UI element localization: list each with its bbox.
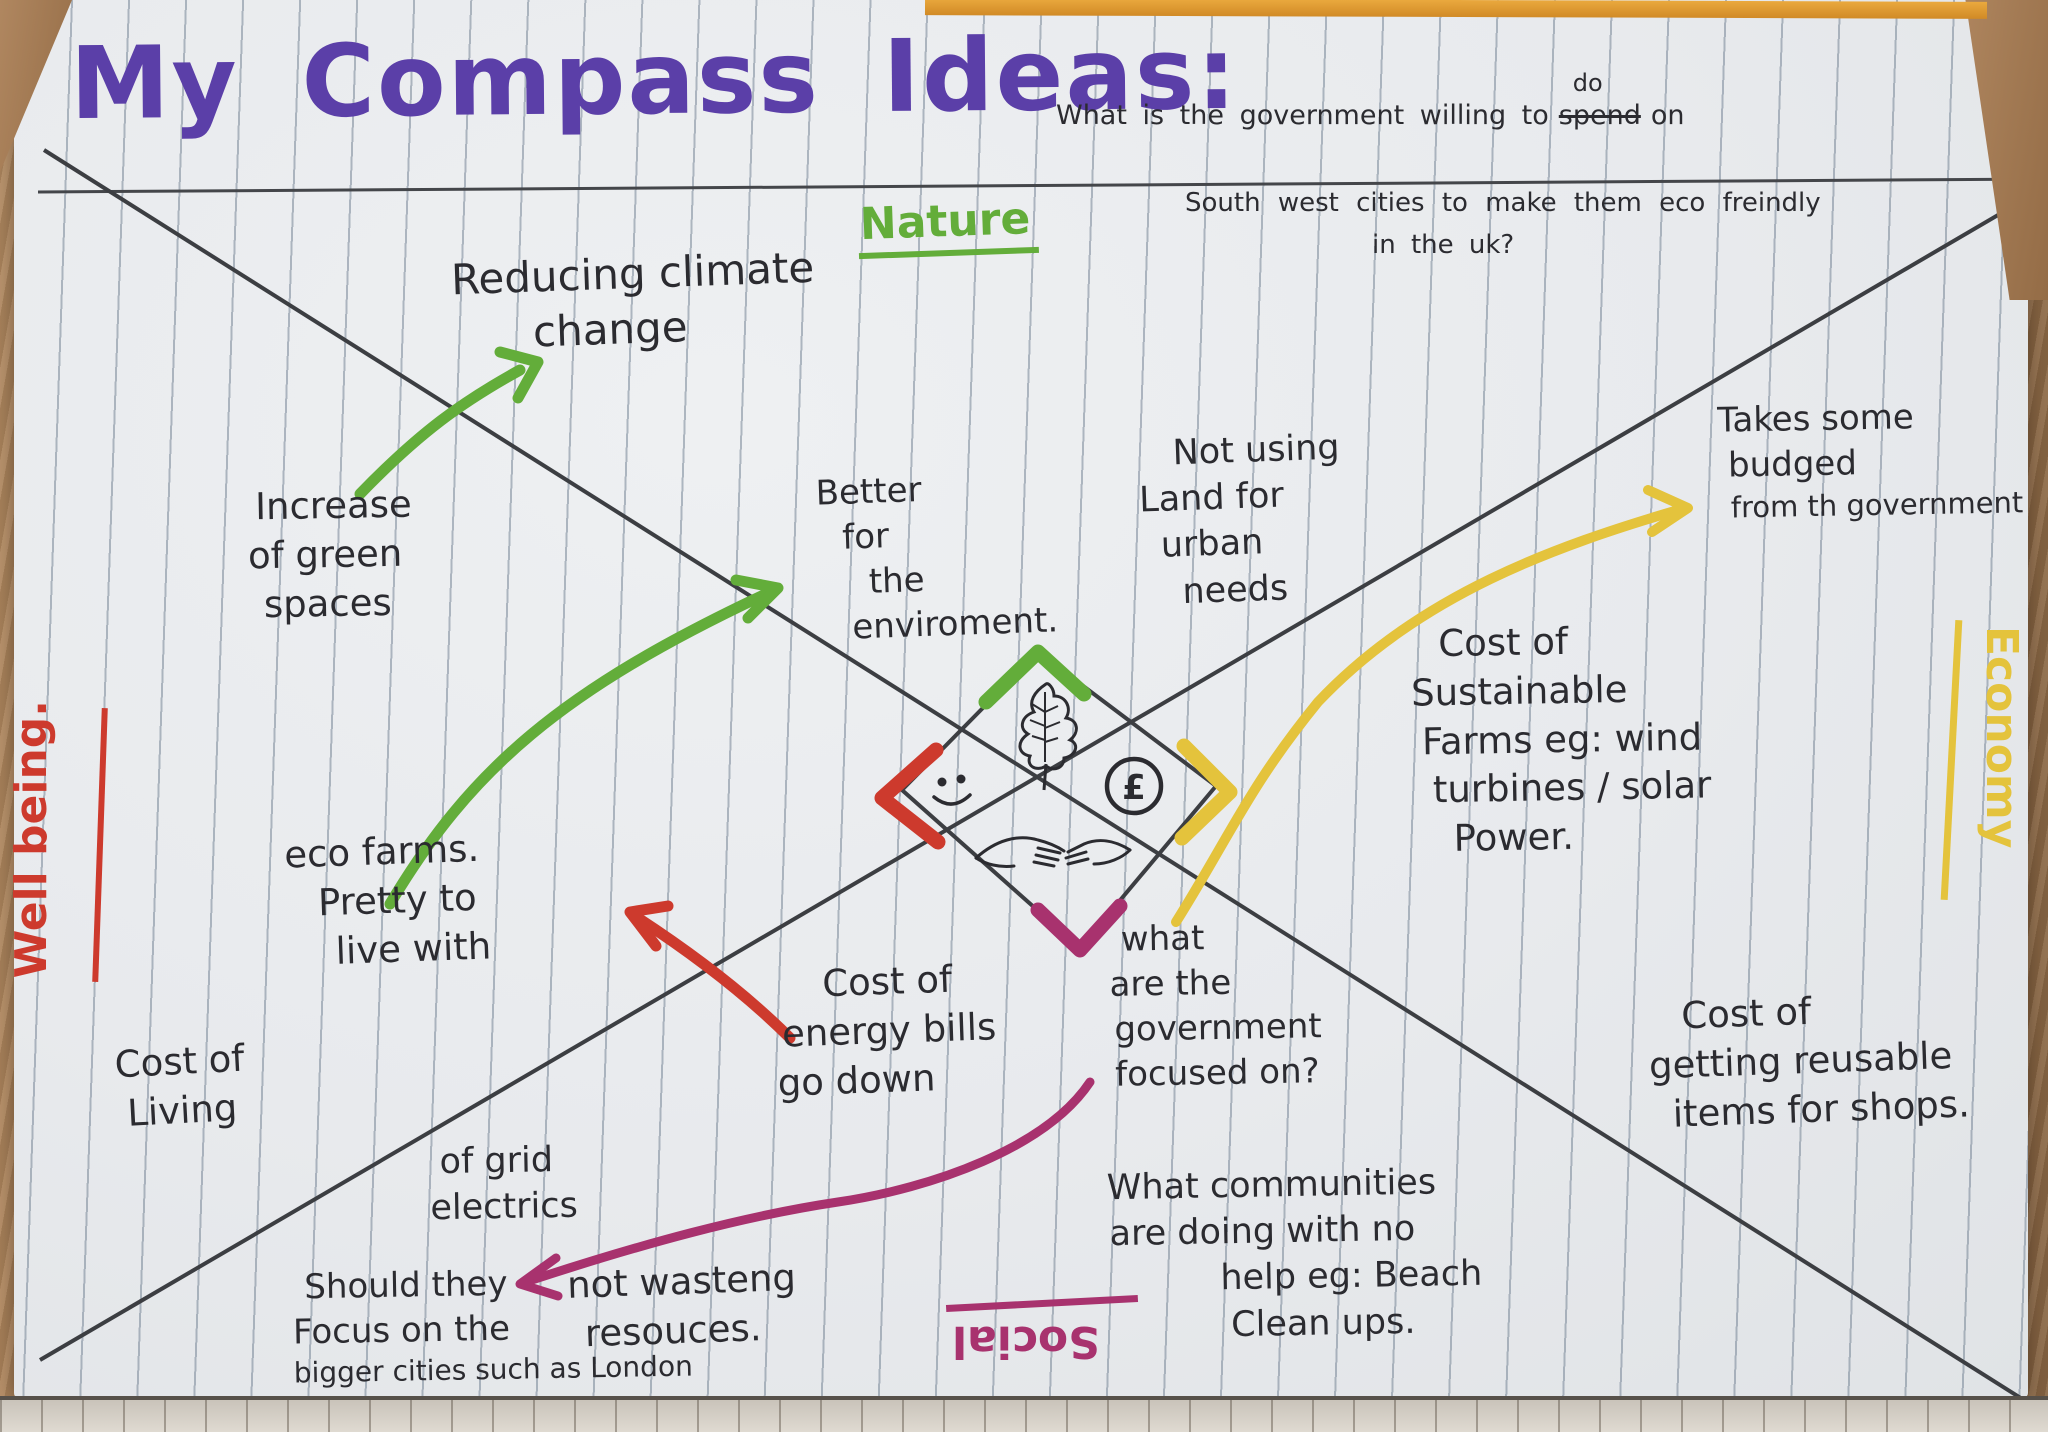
question-line-3: in the uk?: [1372, 230, 1515, 260]
correction-word: do: [1572, 69, 1603, 97]
note-cost-reusable-items: Cost of getting reusable items for shops…: [1648, 989, 1971, 1136]
note-government-focus: what are the government focused on?: [1109, 918, 1322, 1095]
note-not-wasting-resources: not wasteng resouces.: [566, 1255, 797, 1356]
note-reducing-climate: Reducing climate change: [450, 242, 815, 357]
note-better-for-environment: Better for the enviroment.: [815, 469, 1059, 648]
crossed-out-word: spend: [1558, 100, 1641, 131]
notepad-page-edges: [0, 1396, 2048, 1432]
note-cost-energy-bills: Cost of energy bills go down: [776, 957, 997, 1105]
note-not-using-land: Not using Land for urban needs: [1138, 427, 1341, 612]
question-text-end: on: [1650, 100, 1685, 131]
note-cost-of-living: Cost of Living: [113, 1036, 246, 1135]
axis-label-social: Social: [952, 1316, 1100, 1367]
axis-label-wellbeing: Well being.: [6, 700, 57, 979]
axis-label-nature: Nature: [857, 192, 1040, 260]
question-line-2: South west cities to make them eco frein…: [1185, 188, 1821, 218]
question-text: What is the government willing to: [1056, 100, 1549, 131]
note-takes-budget: Takes some budged from th government: [1716, 397, 2024, 525]
note-eco-farms: eco farms. Pretty to live with: [283, 826, 492, 973]
note-increase-green-spaces: Increase of green spaces: [247, 482, 413, 626]
note-communities-beach-cleanups: What communities are doing with no help …: [1106, 1162, 1483, 1345]
question-line-1: What is the government willing to do spend…: [1056, 69, 1685, 131]
axis-label-economy: Economy: [1976, 626, 2027, 849]
note-cost-sustainable-farms: Cost of Sustainable Farms eg: wind turbi…: [1410, 619, 1712, 861]
note-off-grid-electrics: of grid electrics: [430, 1140, 579, 1229]
